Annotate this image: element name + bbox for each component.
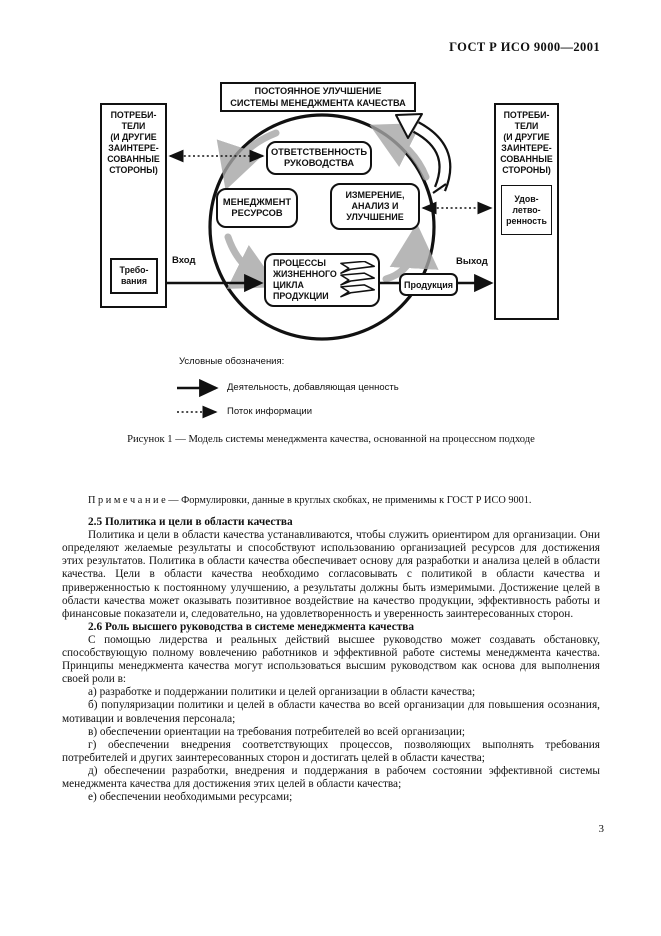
- improvement-arrow-icon: [395, 113, 452, 194]
- note-paragraph: П р и м е ч а н и е — Формулировки, данн…: [88, 495, 532, 506]
- legend-solid-arrow-label: Деятельность, добавляющая ценность: [227, 382, 399, 393]
- resource-management-box: МЕНЕДЖМЕНТ РЕСУРСОВ: [216, 188, 298, 228]
- body-text: П р и м е ч а н и е — Формулировки, данн…: [62, 494, 600, 804]
- legend-arrow-samples: [177, 378, 219, 419]
- legend-title: Условные обозначения:: [179, 356, 285, 367]
- list-item-d: д) обеспечении разработки, внедрения и п…: [62, 764, 600, 790]
- list-item-a: а) разработке и поддержании политики и ц…: [88, 686, 476, 699]
- list-item-g: г) обеспечении внедрения соответствующих…: [62, 738, 600, 764]
- input-label: Вход: [172, 255, 196, 266]
- satisfaction-box: Удов- летво- ренность: [501, 185, 552, 235]
- list-item-v: в) обеспечении ориентации на требования …: [88, 725, 466, 738]
- management-responsibility-box: ОТВЕТСТВЕННОСТЬ РУКОВОДСТВА: [266, 141, 372, 175]
- list-item-e: е) обеспечении необходимыми ресурсами;: [88, 791, 293, 804]
- process-chevrons-icon: [340, 261, 375, 298]
- list-item-b: б) популяризации политики и целей в обла…: [62, 699, 600, 725]
- page-number: 3: [598, 823, 605, 835]
- section-2-5-heading: 2.5 Политика и цели в области качества: [88, 516, 293, 529]
- measurement-analysis-box: ИЗМЕРЕНИЕ, АНАЛИЗ И УЛУЧШЕНИЕ: [330, 183, 420, 230]
- figure-caption: Рисунок 1 — Модель системы менеджмента к…: [127, 434, 535, 445]
- section-2-6-heading: 2.6 Роль высшего руководства в системе м…: [88, 620, 415, 633]
- product-box: Продукция: [399, 273, 458, 296]
- section-2-5-paragraph: Политика и цели в области качества устан…: [62, 529, 600, 620]
- information-flow-arrows: [168, 149, 493, 215]
- legend-dotted-arrow-label: Поток информации: [227, 406, 313, 417]
- output-label: Выход: [456, 256, 488, 267]
- section-2-6-paragraph: С помощью лидерства и реальных действий …: [62, 633, 600, 686]
- doc-code-header: ГОСТ Р ИСО 9000—2001: [449, 40, 600, 54]
- product-processes-box: ПРОЦЕССЫ ЖИЗНЕННОГО ЦИКЛА ПРОДУКЦИИ: [264, 253, 380, 307]
- requirements-box: Требо- вания: [110, 258, 158, 294]
- continual-improvement-box: ПОСТОЯННОЕ УЛУЧШЕНИЕ СИСТЕМЫ МЕНЕДЖМЕНТА…: [220, 82, 416, 112]
- figure-graphics: [158, 113, 494, 419]
- product-processes-label: ПРОЦЕССЫ ЖИЗНЕННОГО ЦИКЛА ПРОДУКЦИИ: [273, 258, 337, 301]
